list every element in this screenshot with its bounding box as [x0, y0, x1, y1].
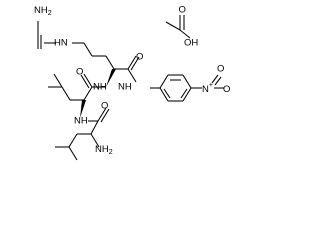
arg-nh-label: NH	[93, 82, 107, 93]
nitro-n-label: N+	[202, 82, 213, 95]
arg-carbonyl-bond-1	[127, 55, 137, 70]
val-bond-3	[68, 133, 78, 148]
val-amine-bond	[90, 133, 100, 148]
leu-carbonyl-double	[80, 74, 90, 89]
atom-labels: NH2 HN O NH O NH NH O NH2 N+ O O−	[34, 5, 230, 156]
val-nh2-label: NH2	[95, 144, 113, 156]
phenyl-double-2	[180, 88, 188, 99]
val-bond-1	[90, 120, 99, 135]
acetate-o-label: O	[179, 5, 186, 16]
leu-side-2	[61, 86, 71, 101]
phenyl-bond-4	[182, 87, 192, 102]
phenyl-bond-6	[159, 87, 169, 102]
leu-val-portion	[48, 73, 110, 161]
leu-side-4	[53, 73, 63, 88]
val-carbonyl-double	[100, 108, 110, 123]
guanidine-hn-label: HN	[54, 38, 68, 49]
structure-canvas: O OH	[34, 4, 230, 161]
guanidine-nh2-label: NH2	[34, 5, 52, 17]
acetic-acid: O OH	[165, 5, 198, 49]
arginine-side-chain	[37, 21, 115, 70]
arg-o-label: O	[136, 52, 143, 63]
acetate-oh-label: OH	[184, 38, 198, 49]
anilide-nh-label: NH	[118, 82, 132, 93]
arg-carbonyl-bond-2	[130, 56, 140, 71]
phenyl-bond-1	[159, 74, 169, 89]
arginine-backbone	[106, 55, 224, 102]
leu-o-label: O	[76, 67, 83, 78]
acetate-bond-1	[165, 21, 181, 31]
val-side-2	[68, 146, 78, 161]
acetate-bond-4	[179, 29, 191, 39]
nitro-o-label: O−	[223, 82, 230, 95]
leu-wedge	[80, 100, 86, 118]
nitro-bond-top-1	[211, 74, 219, 84]
val-carbonyl-bond	[97, 107, 107, 122]
val-o-label: O	[101, 101, 108, 112]
phenyl-bond-3	[182, 74, 192, 89]
leu-bond-2	[83, 86, 93, 101]
arg-bond-2	[83, 42, 93, 57]
arg-amide-bond	[127, 68, 137, 83]
leu-nh-label: NH	[74, 116, 88, 127]
arg-bond-4	[105, 55, 115, 70]
nitro-o-top-label: O	[217, 64, 224, 75]
arg-wedge	[106, 69, 116, 87]
chemical-structure: O OH	[34, 5, 230, 161]
phenyl-double-3	[163, 88, 171, 99]
nitro-bond-top-2	[214, 76, 222, 86]
leu-carbonyl-bond	[83, 73, 93, 88]
